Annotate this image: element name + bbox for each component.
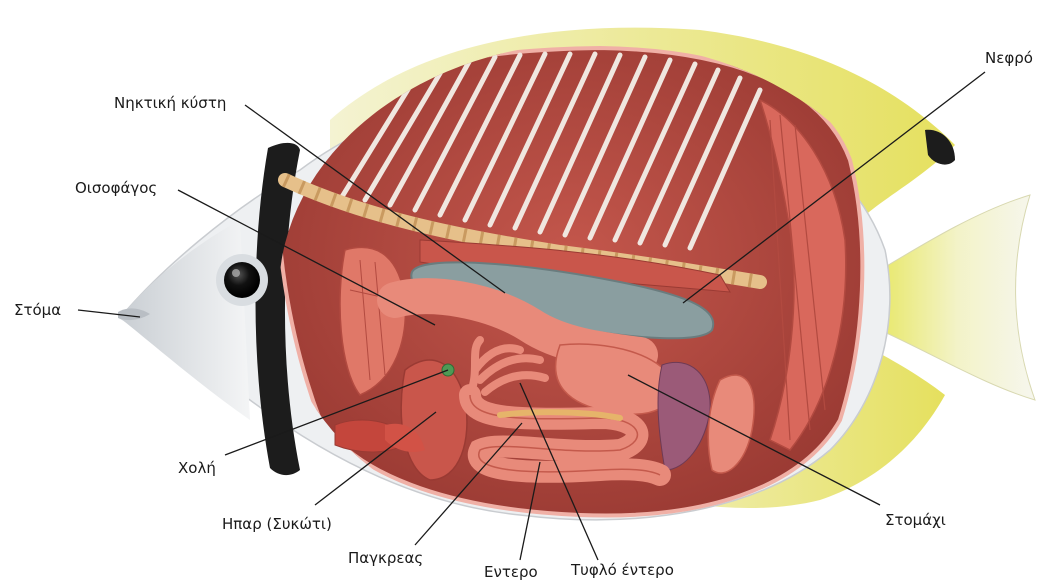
label-intestine: Εντερο (484, 563, 538, 581)
eye-highlight (232, 269, 240, 277)
label-swim-bladder: Νηκτική κύστη (114, 94, 226, 112)
label-gallbladder: Χολή (178, 459, 216, 477)
eye (224, 262, 260, 298)
label-caecum: Τυφλό έντερο (571, 561, 674, 579)
label-stomach: Στομάχι (885, 511, 946, 529)
label-pancreas: Παγκρεας (348, 549, 423, 567)
label-liver: Ηπαρ (Συκώτι) (222, 515, 332, 533)
label-kidney: Νεφρό (985, 49, 1033, 67)
head (120, 220, 250, 420)
label-mouth: Στόμα (14, 301, 61, 319)
liver-organ (401, 360, 467, 480)
label-esophagus: Οισοφάγος (75, 179, 157, 197)
